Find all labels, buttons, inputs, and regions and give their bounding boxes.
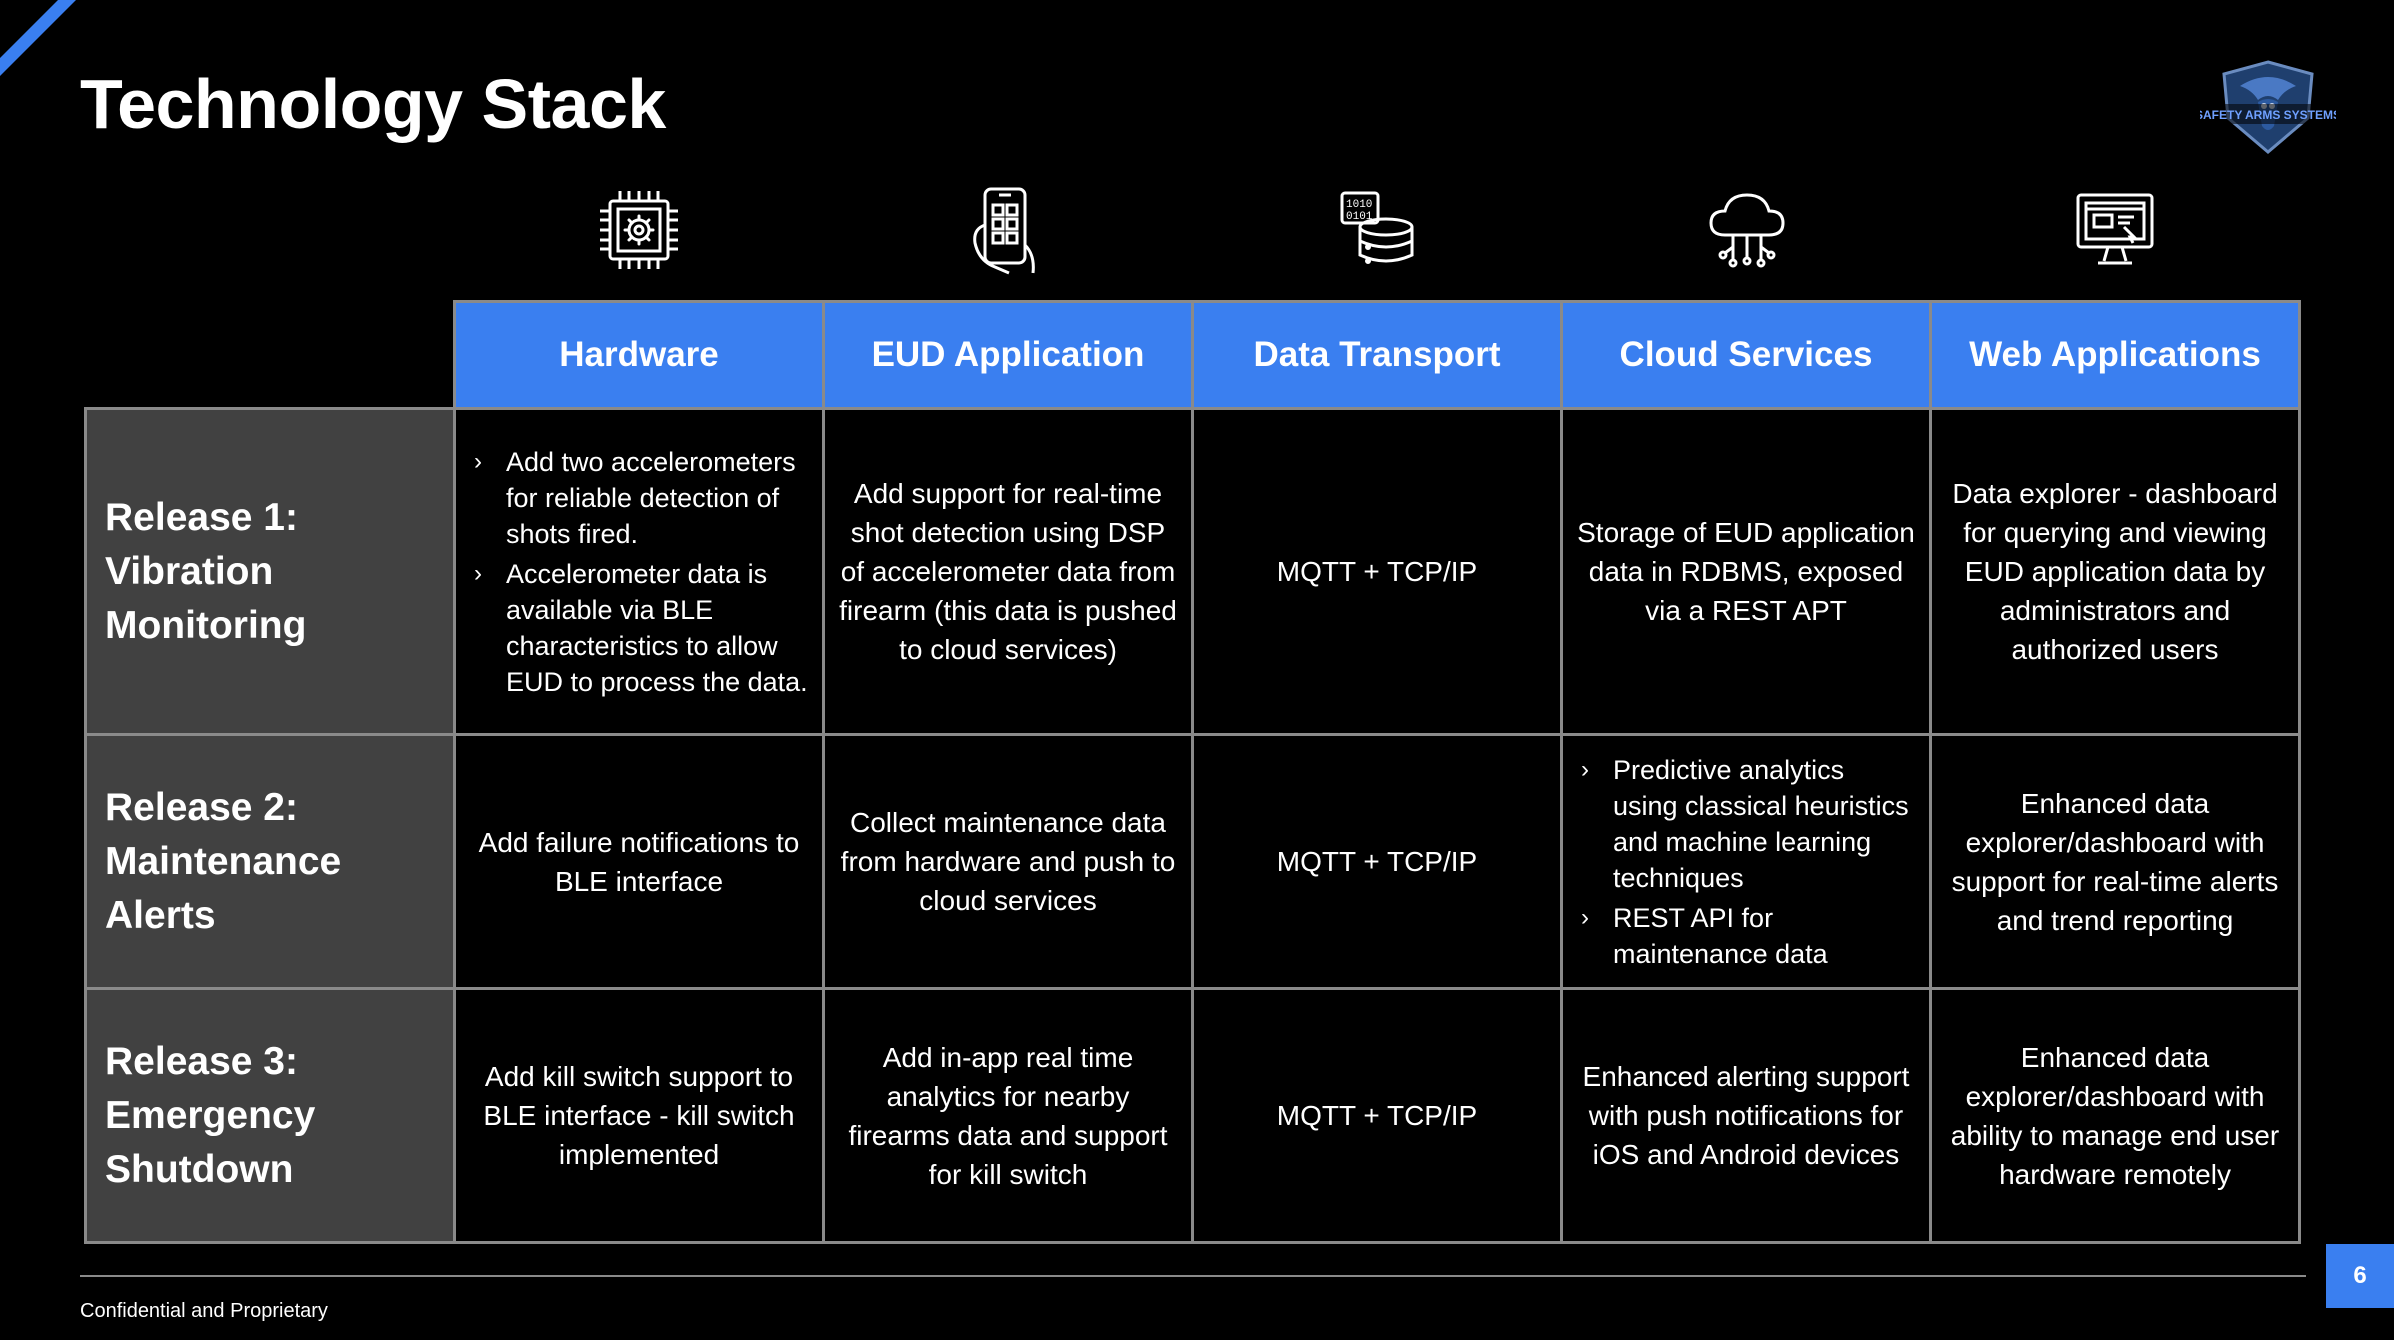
row-header-line: Alerts bbox=[105, 893, 216, 937]
row-header-line: Emergency bbox=[105, 1093, 316, 1137]
row-header-line: Release 1: bbox=[105, 495, 298, 539]
cell-eud-application: Add in-app real time analytics for nearb… bbox=[822, 987, 1194, 1244]
column-header-cloud-services: Cloud Services bbox=[1560, 300, 1932, 410]
row-header-line: Vibration bbox=[105, 549, 274, 593]
smartphone-icon bbox=[823, 180, 1192, 280]
page-number: 6 bbox=[2326, 1244, 2394, 1308]
page-title: Technology Stack bbox=[80, 65, 666, 143]
bullet-item: Add two accelerometers for reliable dete… bbox=[474, 444, 808, 552]
cell-data-transport: MQTT + TCP/IP bbox=[1191, 733, 1563, 990]
table-row: Release 3: Emergency Shutdown Add kill s… bbox=[84, 987, 2301, 1244]
company-logo: SAFETY ARMS SYSTEMS bbox=[2195, 56, 2341, 156]
table-row: Release 2: Maintenance Alerts Add failur… bbox=[84, 733, 2301, 990]
monitor-icon bbox=[1930, 180, 2299, 280]
footer-confidential: Confidential and Proprietary bbox=[80, 1300, 328, 1322]
row-header-release-3: Release 3: Emergency Shutdown bbox=[84, 987, 456, 1244]
logo-text: SAFETY ARMS SYSTEMS bbox=[2200, 108, 2336, 122]
cell-hardware: Add two accelerometers for reliable dete… bbox=[453, 407, 825, 736]
chip-icon bbox=[454, 180, 823, 280]
column-icons: 1010 0101 bbox=[454, 180, 2300, 280]
cell-cloud-services: Predictive analytics using classical heu… bbox=[1560, 733, 1932, 990]
row-header-line: Monitoring bbox=[105, 603, 307, 647]
table-header-row: Hardware EUD Application Data Transport … bbox=[86, 300, 2301, 410]
row-header-release-2: Release 2: Maintenance Alerts bbox=[84, 733, 456, 990]
column-header-data-transport: Data Transport bbox=[1191, 300, 1563, 410]
row-header-line: Release 3: bbox=[105, 1039, 298, 1083]
cloud-icon bbox=[1561, 180, 1930, 280]
column-header-eud-application: EUD Application bbox=[822, 300, 1194, 410]
cell-web-applications: Enhanced data explorer/dashboard with su… bbox=[1929, 733, 2301, 990]
row-header-release-1: Release 1: Vibration Monitoring bbox=[84, 407, 456, 736]
cell-cloud-services: Storage of EUD application data in RDBMS… bbox=[1560, 407, 1932, 736]
column-header-web-applications: Web Applications bbox=[1929, 300, 2301, 410]
bullet-list: Predictive analytics using classical heu… bbox=[1577, 752, 1915, 972]
cell-eud-application: Collect maintenance data from hardware a… bbox=[822, 733, 1194, 990]
bullet-list: Add two accelerometers for reliable dete… bbox=[470, 444, 808, 700]
cell-web-applications: Data explorer - dashboard for querying a… bbox=[1929, 407, 2301, 736]
cell-cloud-services: Enhanced alerting support with push noti… bbox=[1560, 987, 1932, 1244]
cell-hardware: Add kill switch support to BLE interface… bbox=[453, 987, 825, 1244]
header-blank-cell bbox=[86, 302, 455, 409]
database-icon: 1010 0101 bbox=[1192, 180, 1561, 280]
footer-divider bbox=[80, 1275, 2306, 1277]
row-header-line: Release 2: bbox=[105, 785, 298, 829]
row-header-line: Maintenance bbox=[105, 839, 342, 883]
bullet-item: REST API for maintenance data bbox=[1581, 900, 1915, 972]
bullet-item: Accelerometer data is available via BLE … bbox=[474, 556, 808, 700]
row-header-line: Shutdown bbox=[105, 1147, 294, 1191]
cell-web-applications: Enhanced data explorer/dashboard with ab… bbox=[1929, 987, 2301, 1244]
cell-data-transport: MQTT + TCP/IP bbox=[1191, 407, 1563, 736]
technology-stack-table: Hardware EUD Application Data Transport … bbox=[84, 300, 2301, 1244]
cell-hardware: Add failure notifications to BLE interfa… bbox=[453, 733, 825, 990]
column-header-hardware: Hardware bbox=[453, 300, 825, 410]
bullet-item: Predictive analytics using classical heu… bbox=[1581, 752, 1915, 896]
svg-text:0101: 0101 bbox=[1346, 211, 1373, 223]
cell-data-transport: MQTT + TCP/IP bbox=[1191, 987, 1563, 1244]
cell-eud-application: Add support for real-time shot detection… bbox=[822, 407, 1194, 736]
table-row: Release 1: Vibration Monitoring Add two … bbox=[84, 407, 2301, 736]
svg-text:1010: 1010 bbox=[1346, 199, 1372, 211]
